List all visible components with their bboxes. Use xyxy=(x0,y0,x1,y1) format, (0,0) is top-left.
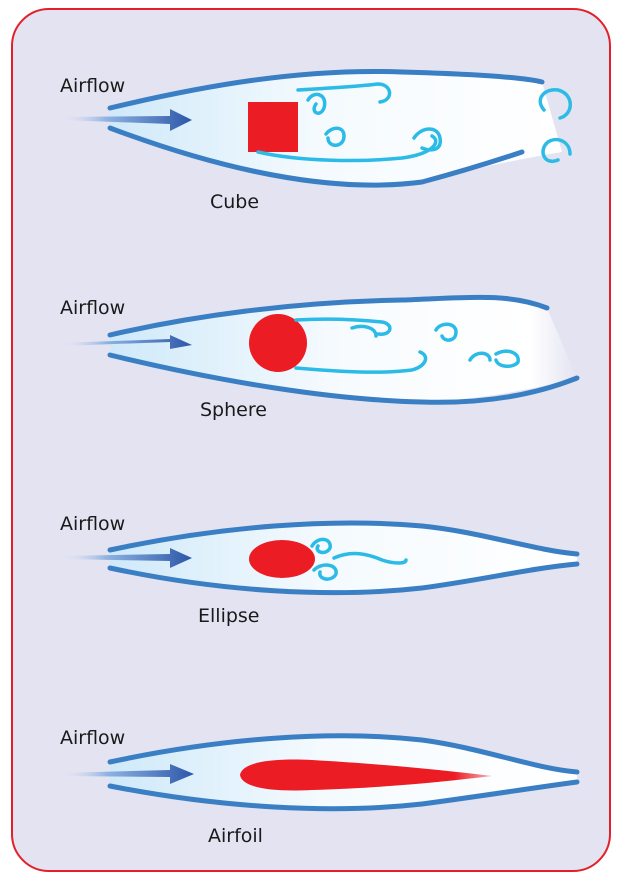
airfoil-flow-group: Airflow Airfoil xyxy=(60,727,577,847)
airflow-label-3: Airflow xyxy=(60,513,125,535)
diagram-panel: Airflow Cube Airflow Sphere Air xyxy=(11,8,611,872)
sphere-label: Sphere xyxy=(200,399,267,421)
sphere-object xyxy=(249,314,307,372)
airflow-label-1: Airflow xyxy=(60,75,125,97)
airflow-diagram: Airflow Cube Airflow Sphere Air xyxy=(13,10,611,872)
airflow-label-4: Airflow xyxy=(60,727,125,749)
cube-flow-group: Airflow Cube xyxy=(60,71,570,213)
ellipse-flow-group: Airflow Ellipse xyxy=(60,513,577,627)
sphere-flow-group: Airflow Sphere xyxy=(60,297,577,421)
ellipse-label: Ellipse xyxy=(198,605,260,627)
airflow-label-2: Airflow xyxy=(60,297,125,319)
ellipse-object xyxy=(249,540,315,578)
cube-object xyxy=(248,102,298,152)
airfoil-label: Airfoil xyxy=(208,825,263,847)
cube-label: Cube xyxy=(210,191,259,213)
